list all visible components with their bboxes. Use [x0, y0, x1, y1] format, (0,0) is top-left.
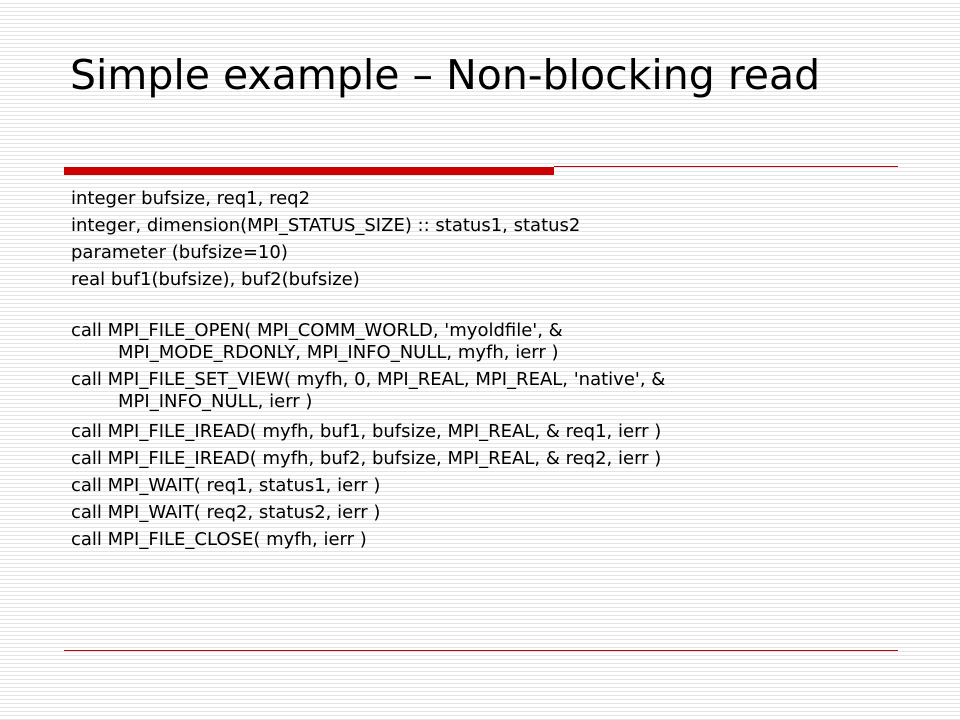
title-underline-accent	[64, 167, 554, 175]
code-line-iread-2: call MPI_FILE_IREAD( myfh, buf2, bufsize…	[71, 448, 662, 469]
code-line-declaration: parameter (bufsize=10)	[71, 242, 288, 263]
code-line-continuation: MPI_MODE_RDONLY, MPI_INFO_NULL, myfh, ie…	[118, 342, 559, 363]
code-line-declaration: integer, dimension(MPI_STATUS_SIZE) :: s…	[71, 215, 581, 236]
code-line-declaration: integer bufsize, req1, req2	[71, 188, 311, 209]
title-underline-thin	[554, 166, 898, 167]
code-line-first: call MPI_FILE_OPEN( MPI_COMM_WORLD, 'myo…	[71, 320, 563, 341]
slide-title: Simple example – Non-blocking read	[70, 51, 821, 99]
code-line-wait-2: call MPI_WAIT( req2, status2, ierr )	[71, 502, 381, 523]
code-line-continuation: MPI_INFO_NULL, ierr )	[118, 391, 313, 412]
code-line-file-open: call MPI_FILE_OPEN( MPI_COMM_WORLD, 'myo…	[71, 320, 931, 369]
code-blank-line	[71, 293, 931, 320]
code-line-first: call MPI_FILE_SET_VIEW( myfh, 0, MPI_REA…	[71, 369, 666, 390]
code-line-declaration: real buf1(bufsize), buf2(bufsize)	[71, 269, 360, 290]
footer-rule	[64, 650, 898, 651]
code-line-iread-1: call MPI_FILE_IREAD( myfh, buf1, bufsize…	[71, 421, 662, 442]
code-line-set-view: call MPI_FILE_SET_VIEW( myfh, 0, MPI_REA…	[71, 369, 931, 418]
code-line-file-close: call MPI_FILE_CLOSE( myfh, ierr )	[71, 529, 367, 550]
code-block: integer bufsize, req1, req2 integer, dim…	[71, 185, 931, 553]
code-line-wait-1: call MPI_WAIT( req1, status1, ierr )	[71, 475, 381, 496]
